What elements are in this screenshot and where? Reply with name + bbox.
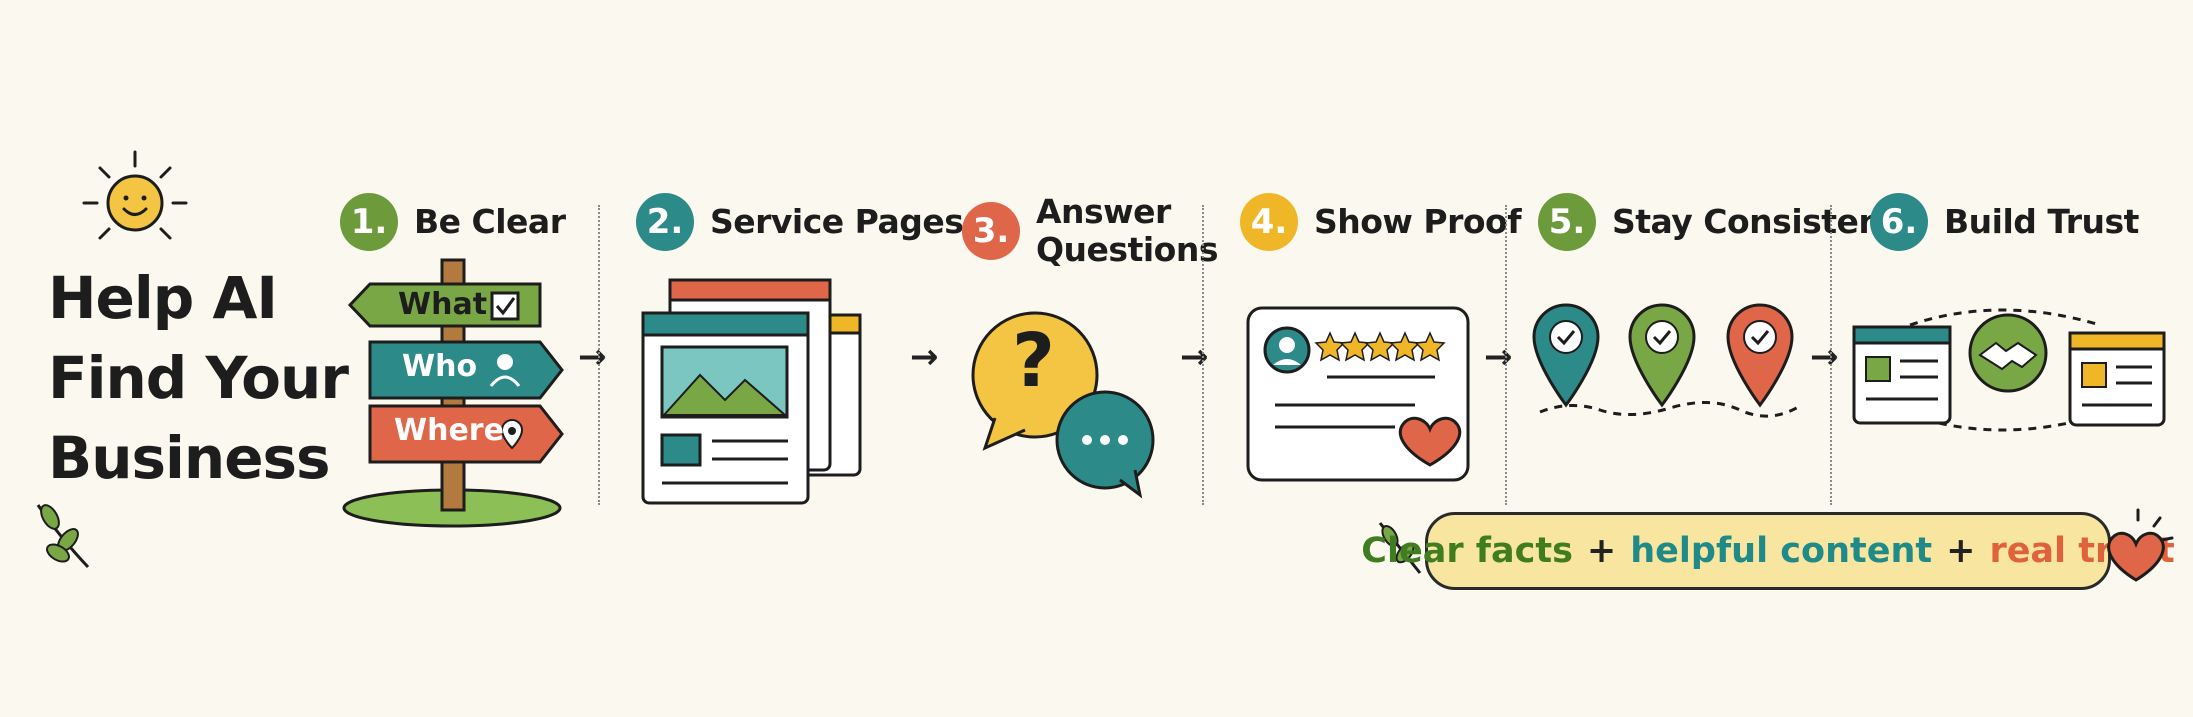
step-2-number: 2.	[636, 193, 694, 251]
signpost-icon	[342, 258, 564, 528]
step-6-number: 6.	[1870, 193, 1928, 251]
sun-icon	[82, 150, 188, 240]
step-5-header: 5. Stay Consistent	[1538, 193, 1897, 251]
banner-plus-2: +	[1946, 531, 1976, 571]
page-title: Help AI Find Your Business	[48, 258, 349, 498]
title-line-2: Find Your	[48, 344, 349, 412]
step-1-number: 1.	[340, 193, 398, 251]
divider-4	[1505, 205, 1507, 505]
step-3-label-line-1: Answer	[1036, 192, 1171, 231]
step-3-number: 3.	[962, 202, 1020, 260]
step-3-label: Answer Questions	[1036, 193, 1218, 269]
step-4-number: 4.	[1240, 193, 1298, 251]
step-6-header: 6. Build Trust	[1870, 193, 2139, 251]
step-1-header: 1. Be Clear	[340, 193, 566, 251]
summary-banner: Clear facts + helpful content + real tru…	[1361, 512, 2175, 590]
banner-plus-1: +	[1586, 531, 1617, 571]
step-5-label: Stay Consistent	[1612, 202, 1897, 241]
banner-clear-facts: Clear facts	[1361, 531, 1573, 571]
step-1-label: Be Clear	[414, 202, 566, 241]
divider-3	[1202, 205, 1204, 505]
step-3-header: 3. Answer Questions	[962, 193, 1218, 269]
arrow-2-3: →	[910, 337, 939, 377]
speech-bubbles-icon	[971, 311, 1155, 499]
map-pins-icon	[1532, 303, 1801, 418]
sign-who: Who	[402, 349, 478, 384]
review-card-icon	[1246, 306, 1470, 482]
step-3-label-line-2: Questions	[1036, 230, 1218, 269]
arrow-5-6: →	[1810, 337, 1839, 377]
question-mark: ?	[1012, 318, 1055, 404]
leaf-icon	[36, 504, 90, 569]
divider-5	[1830, 205, 1832, 505]
heart-icon	[2107, 508, 2174, 582]
step-4-header: 4. Show Proof	[1240, 193, 1522, 251]
banner-leaf-icon	[1378, 522, 1422, 574]
sign-where: Where	[394, 413, 504, 448]
step-5-number: 5.	[1538, 193, 1596, 251]
arrow-1-2: →	[578, 337, 607, 377]
step-6-label: Build Trust	[1944, 202, 2139, 241]
web-pages-icon	[641, 278, 862, 505]
handshake-trust-icon	[1852, 308, 2166, 432]
sign-what: What	[398, 287, 488, 322]
title-line-1: Help AI	[48, 264, 278, 332]
divider-1	[598, 205, 600, 505]
step-2-label: Service Pages	[710, 202, 964, 241]
banner-helpful-content: helpful content	[1630, 531, 1933, 571]
step-2-header: 2. Service Pages	[636, 193, 964, 251]
arrow-4-5: →	[1484, 337, 1513, 377]
step-4-label: Show Proof	[1314, 202, 1522, 241]
arrow-3-4: →	[1180, 337, 1209, 377]
title-line-3: Business	[48, 424, 331, 492]
